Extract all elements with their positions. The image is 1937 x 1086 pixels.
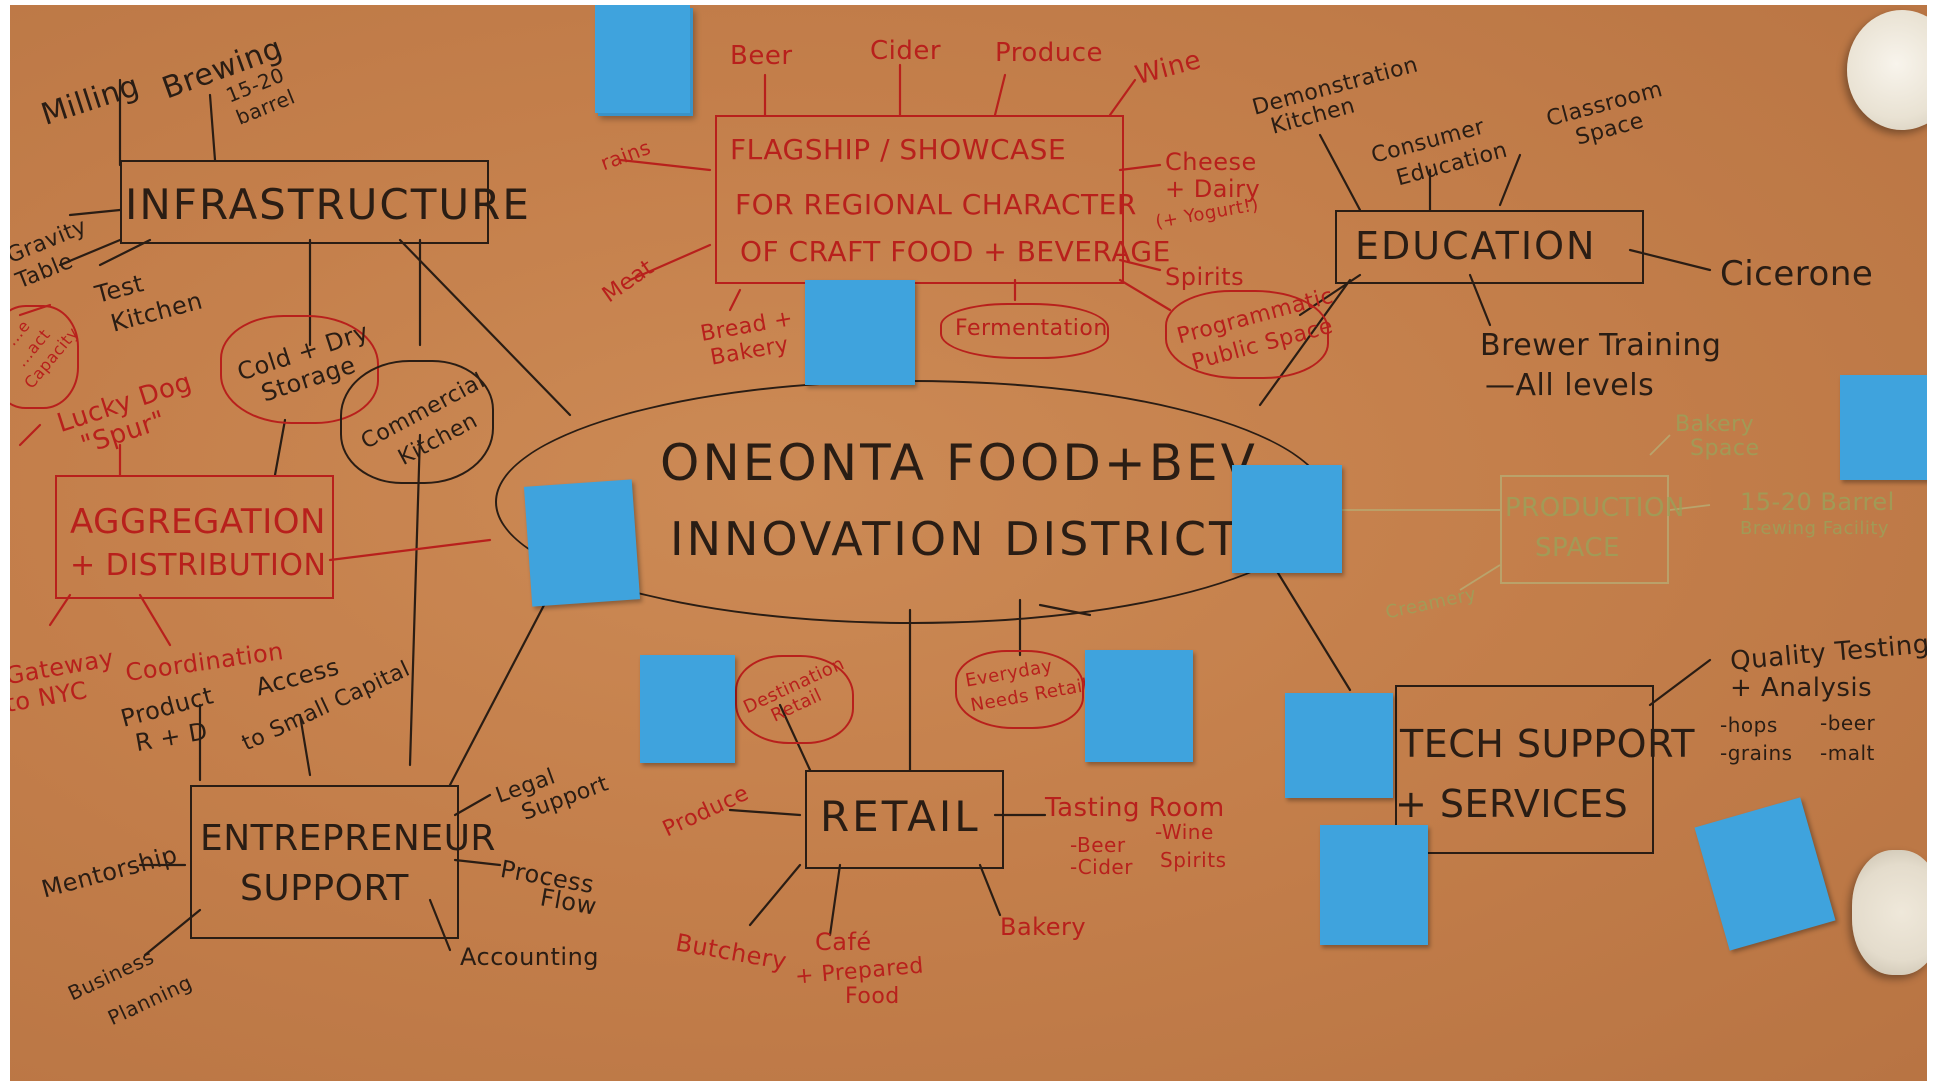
- coffee-cup-top-right: [1847, 10, 1927, 130]
- sticky-note: [640, 655, 735, 763]
- cicerone-label: Cicerone: [1720, 254, 1874, 294]
- sticky-note: [1320, 825, 1428, 945]
- sticky-note: [1085, 650, 1193, 762]
- flagship-box: [715, 115, 1124, 284]
- cafe-label-3: Food: [845, 984, 900, 1009]
- aggregation-box: [55, 475, 334, 599]
- bakery-space-label-2: Space: [1690, 436, 1760, 461]
- flagship-line-1: FLAGSHIP / SHOWCASE: [730, 133, 1067, 166]
- cafe-label-1: Café: [815, 928, 872, 956]
- tech-support-title-1: TECH SUPPORT: [1400, 722, 1695, 766]
- kraft-paper-board: ONEONTA FOOD+BEV INNOVATION DISTRICT INF…: [10, 5, 1927, 1081]
- beer-test-label: -beer: [1820, 711, 1876, 735]
- production-title-2: SPACE: [1535, 533, 1620, 563]
- aggregation-title-1: AGGREGATION: [70, 502, 326, 542]
- sticky-note: [1285, 693, 1393, 798]
- entrepreneur-title-1: ENTREPRENEUR: [200, 818, 496, 859]
- tech-support-title-2: + SERVICES: [1395, 782, 1629, 826]
- infrastructure-title: INFRASTRUCTURE: [125, 180, 531, 229]
- retail-box: [805, 770, 1004, 869]
- brewer-training-label: Brewer Training: [1480, 328, 1722, 363]
- everyday-retail-cloud: [955, 650, 1084, 729]
- analysis-label: + Analysis: [1730, 673, 1873, 703]
- infrastructure-box: [120, 160, 489, 244]
- beer-label: Beer: [730, 41, 793, 71]
- sticky-note: [595, 5, 690, 113]
- connector-lines: [18, 63, 1712, 957]
- center-title-line1: ONEONTA FOOD+BEV: [660, 434, 1258, 492]
- tasting-room-label: Tasting Room: [1045, 793, 1225, 823]
- programmatic-cloud: [1165, 290, 1329, 379]
- aggregation-title-2: + DISTRIBUTION: [70, 548, 327, 583]
- all-levels-label: —All levels: [1485, 368, 1655, 403]
- flagship-line-3: OF CRAFT FOOD + BEVERAGE: [740, 235, 1171, 268]
- spirits-label: Spirits: [1165, 263, 1245, 291]
- bakery-space-label-1: Bakery: [1675, 412, 1755, 437]
- grains-test-label: -grains: [1720, 741, 1793, 765]
- tasting-beer-label: -Beer: [1070, 833, 1126, 857]
- produce-label: Produce: [995, 38, 1104, 68]
- tasting-wine-label: -Wine: [1155, 820, 1214, 844]
- tasting-spirits-label: Spirits: [1160, 848, 1227, 872]
- accounting-label: Accounting: [460, 943, 600, 971]
- capacity-cloud: [10, 305, 79, 409]
- entrepreneur-box: [190, 785, 459, 939]
- sticky-note: [1232, 465, 1342, 573]
- fermentation-label: Fermentation: [955, 316, 1108, 341]
- destination-retail-cloud: [735, 655, 854, 744]
- tech-support-box: [1395, 685, 1654, 854]
- hops-label: -hops: [1720, 713, 1778, 737]
- cheese-label-1: Cheese: [1165, 148, 1257, 176]
- production-title-1: PRODUCTION: [1505, 493, 1685, 523]
- sticky-note: [805, 280, 915, 385]
- flagship-line-2: FOR REGIONAL CHARACTER: [735, 188, 1137, 221]
- coffee-cup-bottom-right: [1852, 850, 1927, 975]
- sticky-note: [1840, 375, 1927, 480]
- education-title: EDUCATION: [1355, 224, 1597, 268]
- cheese-label-2: + Dairy: [1165, 175, 1261, 203]
- sticky-note: [523, 479, 641, 607]
- retail-bakery-label: Bakery: [1000, 913, 1087, 941]
- entrepreneur-title-2: SUPPORT: [240, 868, 409, 909]
- brewing-facility-label-2: Brewing Facility: [1740, 518, 1890, 539]
- brewing-facility-label-1: 15-20 Barrel: [1740, 488, 1895, 516]
- education-box: [1335, 210, 1644, 284]
- malt-label: -malt: [1820, 741, 1875, 765]
- tasting-cider-label: -Cider: [1070, 855, 1133, 879]
- commercial-kitchen-cloud: [340, 360, 494, 484]
- cider-label: Cider: [870, 36, 942, 66]
- retail-title: RETAIL: [820, 792, 981, 841]
- center-title-line2: INNOVATION DISTRICT: [670, 512, 1241, 566]
- production-box: [1500, 475, 1669, 584]
- fermentation-cloud: [940, 303, 1109, 359]
